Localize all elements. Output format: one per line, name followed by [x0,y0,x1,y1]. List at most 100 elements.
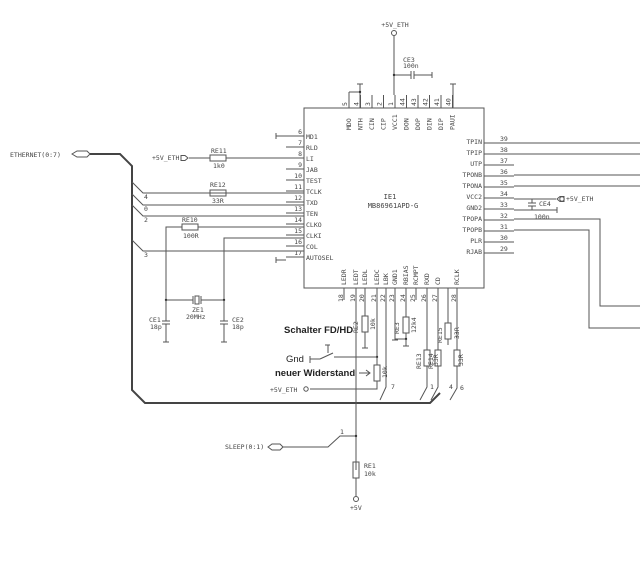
pin-name: DIP [437,118,445,130]
pin-name: LEDL [361,269,369,285]
pin-name: MDO [345,118,353,130]
svg-text:1: 1 [340,428,344,436]
svg-text:6: 6 [460,384,464,392]
net-port-icon [71,150,91,158]
pin-name: DIN [426,118,434,130]
switch-label: Schalter FD/HD [284,325,353,336]
pin-number: 11 [294,183,302,191]
right-pins: 39TPIN38TPIP37UTP36TPONB35TPONA34VCC233G… [462,135,514,256]
svg-text:CE4: CE4 [539,200,551,208]
new-resistor [373,364,381,382]
chip-part: MB86961APD-G [368,202,419,210]
pin-number: 40 [445,98,453,106]
re13: RE13 33R 1 [415,288,440,401]
pin-number: 41 [433,98,441,106]
svg-text:RE12: RE12 [210,181,226,189]
right-nets [514,142,640,329]
power-port-icon [391,30,397,36]
pin-number: 21 [370,294,378,302]
ce3-value: 100n [403,62,419,70]
pin-name: RXD [423,273,431,285]
pin-number: 18 [337,294,345,302]
pin-number: 23 [388,294,396,302]
svg-text:CE1: CE1 [149,316,161,324]
pin-number: 38 [500,146,508,154]
pin-number: 24 [399,294,407,302]
re10: RE10 100R [165,216,304,300]
pin-number: 15 [294,227,302,235]
pin-name: VCC1 [391,114,399,130]
pin-name: TPIN [466,138,482,146]
pin-number: 16 [294,238,302,246]
pin-name: TEST [306,177,322,185]
svg-text:+5V_ETH: +5V_ETH [566,195,593,203]
ethernet-bus: ETHERNET(0:7) [10,150,441,404]
pin-number: 31 [500,223,508,231]
pin-number: 39 [500,135,508,143]
svg-text:3: 3 [144,251,148,259]
pin-name: GND2 [466,204,482,212]
ce2: CE2 18p [220,300,244,343]
pin-number: 14 [294,216,302,224]
pin-number: 13 [294,205,302,213]
left-pins: 6MD17RLD8LI9JAB10TEST11TCLK12TXD13TEN14C… [275,128,333,263]
pin-tpopb: 31 TPOPB [462,223,514,234]
pin-name: MD1 [306,133,318,141]
pin-number: 4 [353,102,361,106]
pin-name: NTH [357,118,365,130]
svg-text:33R: 33R [457,354,465,366]
pin-name: CIN [368,118,376,130]
pin-number: 7 [298,139,302,147]
pin-number: 6 [298,128,302,136]
pin-name: LEDT [352,269,360,285]
pin-number: 29 [500,245,508,253]
svg-text:1: 1 [430,383,434,391]
pin-number: 10 [294,172,302,180]
svg-text:2: 2 [144,216,148,224]
re1: RE1 10k +5V [350,461,376,512]
pin-name: DON [403,118,411,130]
pin-number: 5 [341,102,349,106]
svg-text:0: 0 [144,205,148,213]
pin-name: TPOPB [462,226,482,234]
svg-text:4: 4 [144,193,148,201]
pin-number: 30 [500,234,508,242]
svg-text:1k0: 1k0 [213,162,225,170]
pin-name: CLKI [306,232,322,240]
pin-number: 27 [431,294,439,302]
pin-number: 2 [376,102,384,106]
pin-name: GND1 [391,269,399,285]
pin-number: 17 [294,249,302,257]
bus-taps-left: 4 0 2 3 [131,181,304,259]
pin-number: 34 [500,190,508,198]
pin-number: 3 [364,102,372,106]
svg-text:+5V_ETH: +5V_ETH [270,386,297,394]
re3: RE3 12k4 [393,288,418,347]
svg-text:+5V: +5V [350,504,362,512]
sleep-net: SLEEP(0:1) 1 [225,428,358,451]
pin-number: 8 [298,150,302,158]
pin-name: LBK [382,273,390,285]
ce3: CE3 100n [392,56,433,79]
pin-name: JAB [306,166,318,174]
vcc-eth-top: +5V_ETH [381,21,409,95]
power-port-icon [353,496,359,502]
